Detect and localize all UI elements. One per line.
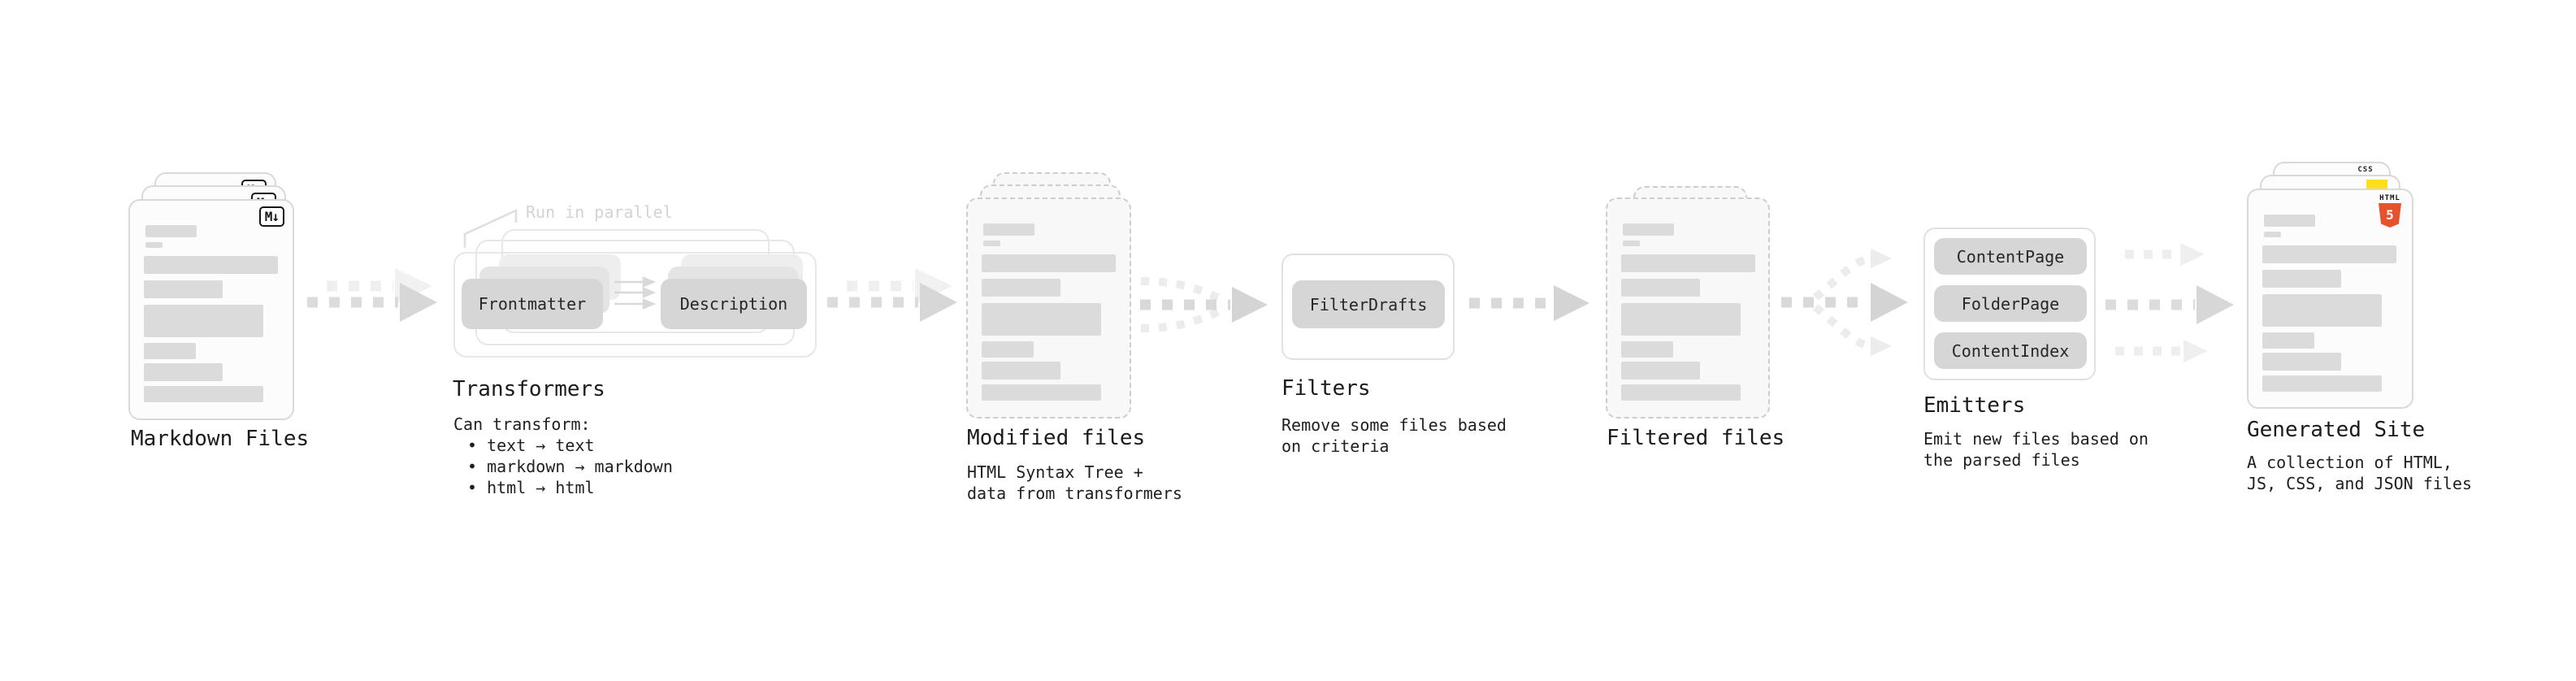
placeholder-bar [1621,384,1741,401]
filters-description: Remove some files based on criteria [1281,415,1507,456]
placeholder-bar [2262,270,2341,288]
generated-site-label: Generated Site [2247,418,2426,442]
placeholder-bar [145,225,197,237]
placeholder-bar [983,223,1034,236]
placeholder-bar [2262,332,2314,349]
placeholder-bar [982,341,1034,358]
transformers-bullet: • markdown → markdown [467,457,673,476]
transformers-bullet: • html → html [467,478,595,497]
placeholder-bar [2262,245,2396,263]
filtered-file-card-front [1606,197,1770,419]
placeholder-bar [145,242,163,248]
placeholder-bar [2264,232,2281,237]
generated-site-description: A collection of HTML, JS, CSS, and JSON … [2247,453,2472,493]
run-in-parallel-leader-line [463,209,518,248]
folderpage-pill: FolderPage [1934,285,2087,322]
placeholder-bar [982,303,1101,336]
modified-files-description: HTML Syntax Tree + data from transformer… [967,462,1182,503]
html5-icon: HTML 5 [2378,194,2402,228]
modified-file-card-front [966,197,1131,419]
placeholder-bar [2262,353,2341,371]
placeholder-bar [982,362,1060,380]
markdown-files-label: Markdown Files [131,427,310,451]
placeholder-bar [144,305,263,337]
transformers-bullet: • text → text [467,436,595,455]
file-content-placeholder [130,201,293,419]
markdown-icon: M↓ [258,206,284,227]
emitters-description: Emit new files based on the parsed files [1923,429,2149,470]
placeholder-bar [1623,223,1674,236]
modified-files-label: Modified files [967,426,1146,450]
arrow-emitters-to-site [2105,243,2234,362]
placeholder-bar [983,241,1000,246]
file-content-placeholder [2249,190,2412,407]
placeholder-bar [1623,241,1640,246]
arrow-filters-to-filtered [1469,285,1589,321]
placeholder-bar [144,343,196,359]
run-in-parallel-annotation: Run in parallel [526,202,673,222]
arrow-frontmatter-to-description [614,276,657,310]
placeholder-bar [144,280,223,298]
site-file-card-front: HTML 5 [2247,189,2413,409]
placeholder-bar [1621,341,1673,358]
placeholder-bar [2262,294,2382,327]
filtered-files-label: Filtered files [1607,426,1785,450]
description-pill: Description [661,279,807,329]
placeholder-bar [982,254,1116,272]
file-content-placeholder [968,199,1130,417]
placeholder-bar [1621,279,1700,297]
placeholder-bar [982,279,1060,297]
placeholder-bar [144,256,278,274]
placeholder-bar [982,384,1101,401]
contentindex-pill: ContentIndex [1934,332,2087,369]
emitters-label: Emitters [1923,393,2026,418]
filters-label: Filters [1281,376,1371,401]
transformers-label: Transformers [453,377,605,401]
placeholder-bar [1621,303,1741,336]
arrow-filtered-to-emitters [1781,249,1908,356]
placeholder-bar [144,386,263,402]
arrow-markdown-to-transformers [307,268,437,322]
file-content-placeholder [1607,199,1768,417]
placeholder-bar [2262,375,2382,392]
placeholder-bar [144,363,223,381]
markdown-file-card-front: M↓ [128,199,294,420]
placeholder-bar [2264,215,2315,227]
contentpage-pill: ContentPage [1934,238,2087,275]
transformer-frame-front [453,252,817,358]
arrow-modified-to-filters [1140,277,1268,332]
placeholder-bar [1621,362,1700,380]
arrow-transformers-to-modified [827,268,957,322]
filterdrafts-pill: FilterDrafts [1292,280,1445,328]
frontmatter-pill: Frontmatter [462,279,603,329]
transformers-description: Can transform: [453,414,591,434]
placeholder-bar [1621,254,1755,272]
